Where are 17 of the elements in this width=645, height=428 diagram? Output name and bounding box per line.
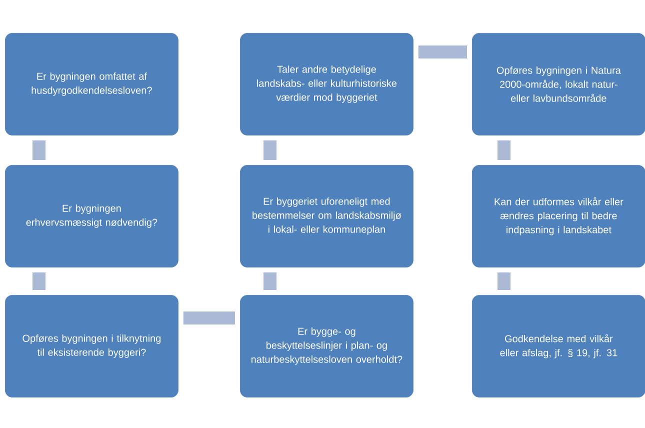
- question-box: Er byggeriet uforeneligt med bestemmelser om landskabsmiljø i lokal- eller kommuneplan: [240, 165, 414, 268]
- question-box: Taler andre betydelige landskabs- eller kulturhistoriske værdier mod byggeriet: [240, 33, 414, 136]
- question-box: Er bygge- og beskyttelseslinjer i plan- og naturbeskyttelsesloven overholdt?: [240, 295, 414, 398]
- question-box: Godkendelse med vilkår eller afslag, jf. § 19, jf. 31: [472, 295, 645, 398]
- connector-bar: [264, 140, 276, 160]
- connector-bar: [32, 140, 46, 160]
- connector-bar: [498, 140, 510, 160]
- question-box: Opføres bygningen i Natura 2000-område, lokalt natur- eller lavbundsområde: [472, 33, 645, 136]
- connector-bar: [418, 46, 467, 58]
- question-box: Kan der udformes vilkår eller ændres placering til bedre indpasning i landskabet: [472, 165, 645, 268]
- question-box: Opføres bygningen i tilknytning til eksisterende byggeri?: [5, 295, 178, 398]
- connector-bar: [32, 272, 46, 290]
- connector-bar: [183, 312, 235, 324]
- question-box: Er bygningen erhvervsmæssigt nødvendig?: [5, 165, 178, 268]
- connector-bar: [498, 272, 510, 290]
- question-box: Er bygningen omfattet af husdyrgodkendelsesloven?: [5, 33, 178, 136]
- connector-bar: [264, 272, 276, 290]
